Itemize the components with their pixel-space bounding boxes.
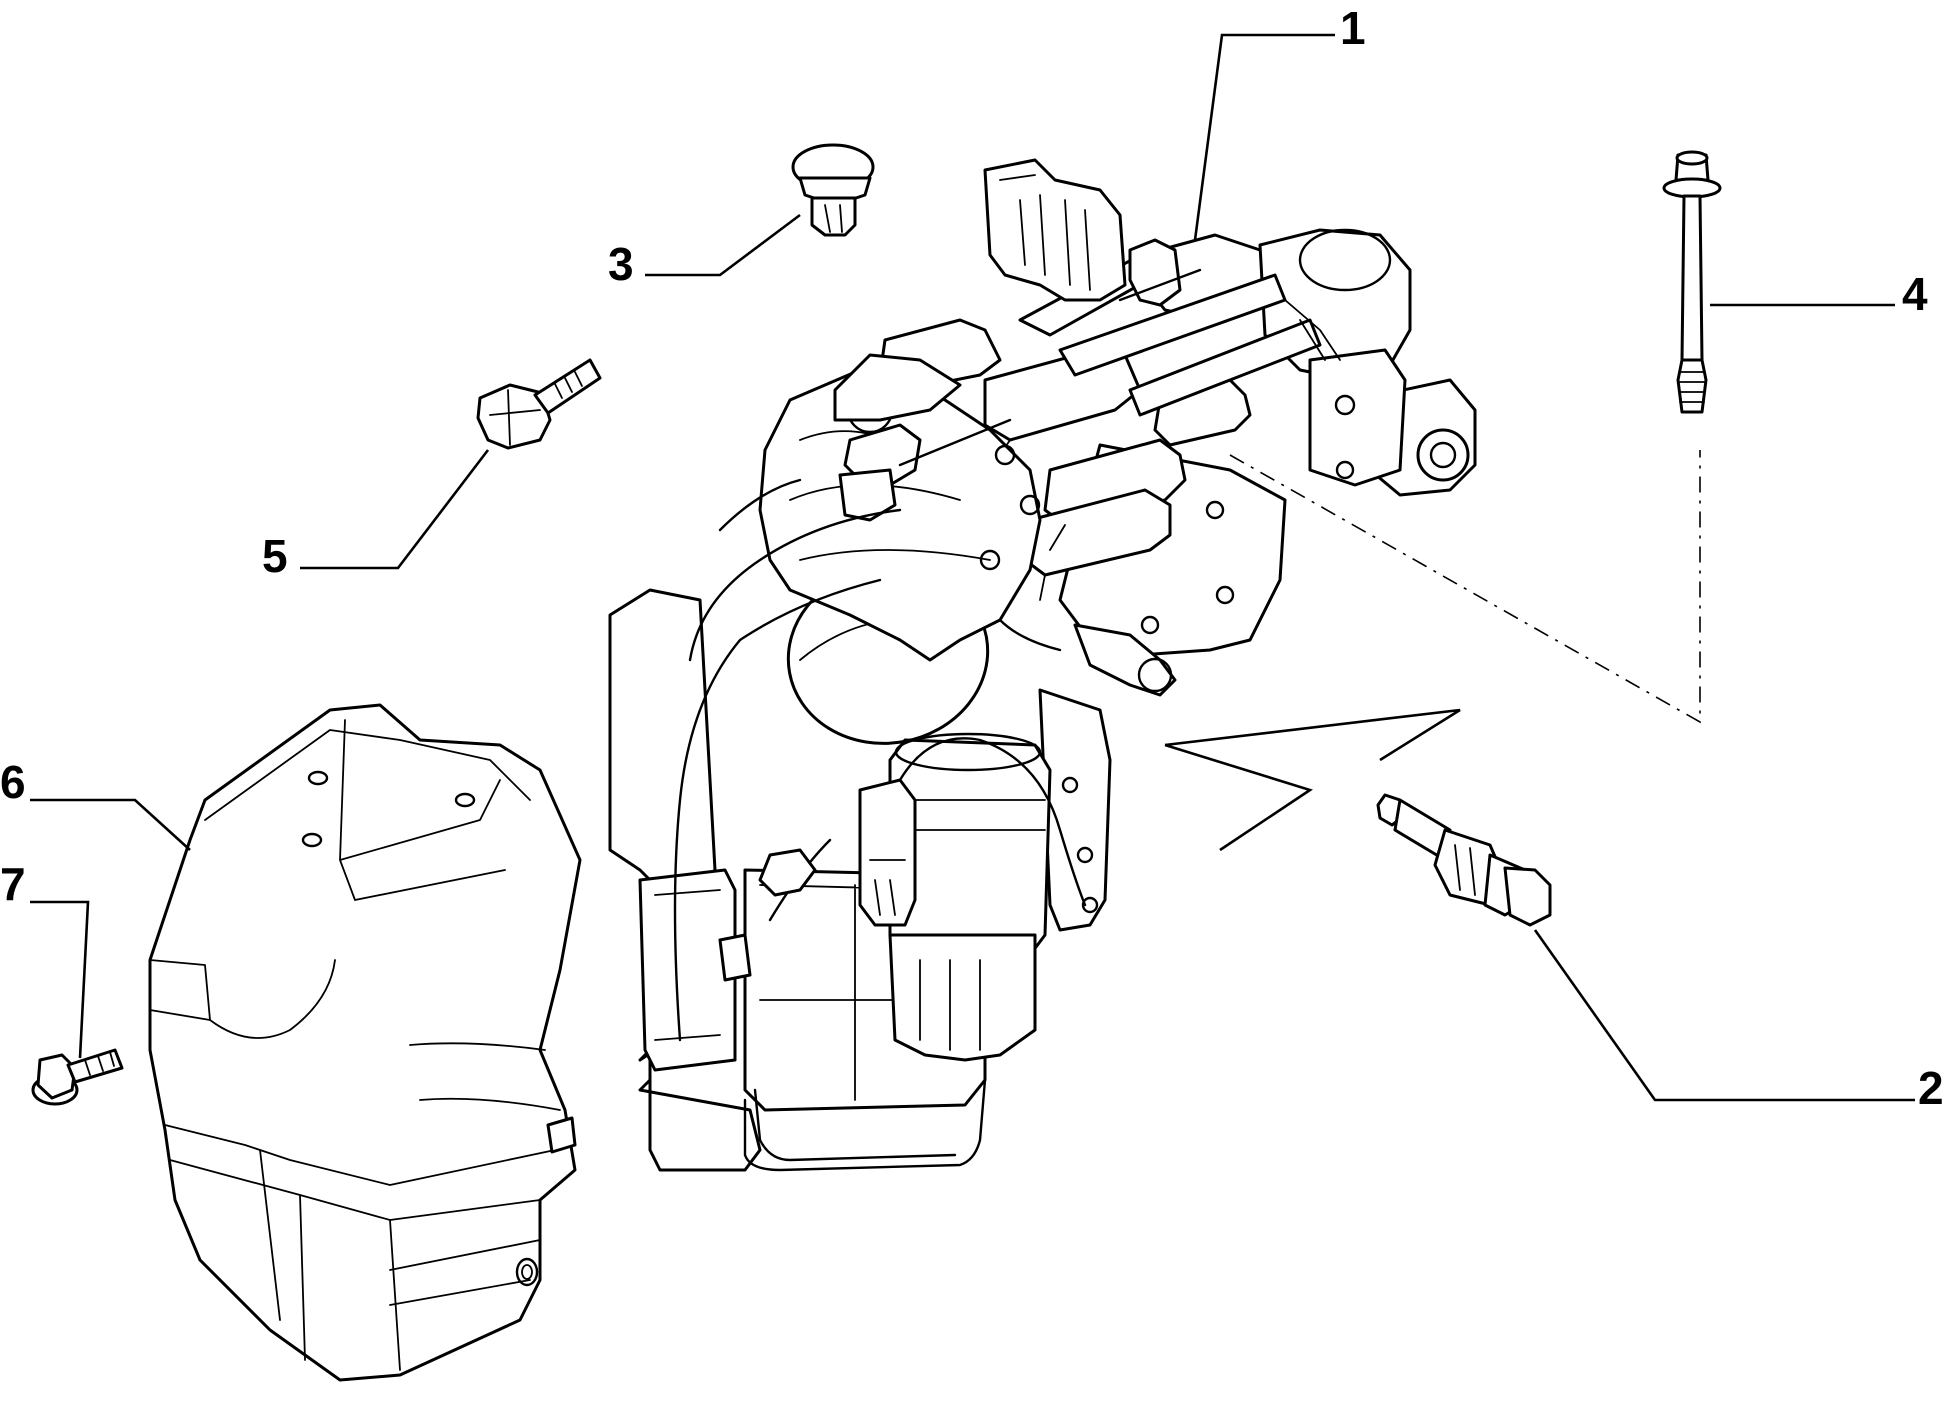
leader-6: [30, 798, 191, 851]
leader-lines: [30, 33, 1915, 1102]
leader-2: [1533, 929, 1915, 1102]
leader-5: [300, 449, 490, 570]
callout-1: 1: [1340, 2, 1366, 54]
part-7-flange-bolt[interactable]: [31, 1048, 124, 1106]
part-3-push-clip[interactable]: [791, 143, 875, 237]
callout-2: 2: [1918, 1062, 1944, 1114]
part-4-long-bolt[interactable]: [1662, 150, 1722, 414]
callout-5: 5: [262, 530, 288, 582]
part-5-hex-bolt[interactable]: [476, 358, 602, 450]
part-1-actuator-unit[interactable]: [608, 158, 1477, 1172]
part-6-protective-cover[interactable]: [148, 703, 582, 1382]
callout-labels: 1 2 3 4 5 6 7: [0, 2, 1944, 1114]
leader-3: [645, 213, 801, 277]
callout-7: 7: [0, 858, 26, 910]
part-2-pressure-sensor[interactable]: [1376, 793, 1552, 927]
leader-7: [30, 900, 90, 1059]
callout-3: 3: [608, 238, 634, 290]
assembly-indicator-lines: [1164, 450, 1701, 852]
callout-4: 4: [1902, 268, 1928, 320]
callout-6: 6: [0, 756, 26, 808]
leader-1: [1193, 33, 1335, 241]
